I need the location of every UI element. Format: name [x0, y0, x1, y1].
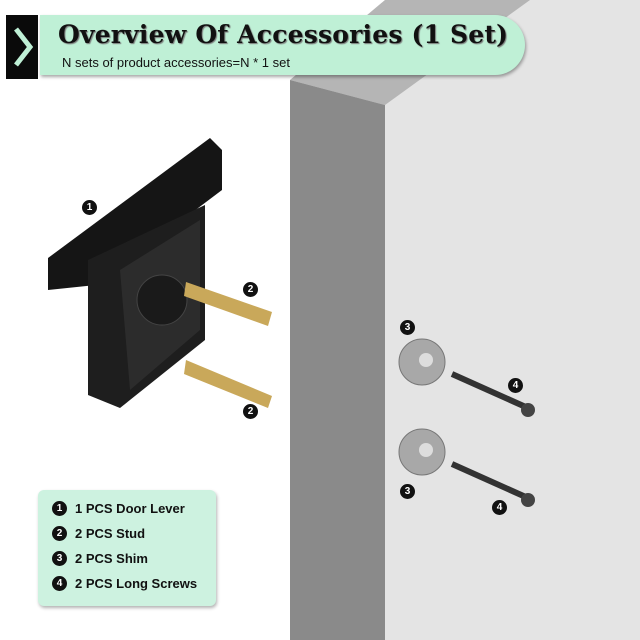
- screw-bottom: [450, 461, 535, 507]
- callout-screw-bottom: 4: [492, 500, 507, 515]
- number-badge-icon: 4: [52, 576, 67, 591]
- accessories-legend: 1 1 PCS Door Lever 2 2 PCS Stud 3 2 PCS Shi…: [38, 490, 216, 606]
- screw-top: [450, 371, 535, 417]
- legend-label: 2 PCS Long Screws: [75, 576, 198, 591]
- callout-lever: 1: [82, 200, 97, 215]
- legend-item: 1 1 PCS Door Lever: [52, 501, 185, 516]
- number-badge-icon: 1: [52, 501, 67, 516]
- legend-item: 4 2 PCS Long Screws: [52, 576, 197, 591]
- legend-item: 3 2 PCS Shim: [52, 551, 148, 566]
- callout-stud-top: 2: [243, 282, 258, 297]
- legend-label: 2 PCS Shim: [75, 551, 148, 566]
- door-lever: [48, 138, 222, 408]
- legend-label: 1 PCS Door Lever: [75, 501, 185, 516]
- shim-top: [398, 338, 446, 386]
- callout-shim-top: 3: [400, 320, 415, 335]
- legend-label: 2 PCS Stud: [75, 526, 146, 541]
- shim-bottom: [398, 428, 446, 476]
- stud-top: [184, 282, 272, 326]
- callout-shim-bottom: 3: [400, 484, 415, 499]
- header-banner: [40, 15, 525, 75]
- number-badge-icon: 3: [52, 551, 67, 566]
- legend-item: 2 2 PCS Stud: [52, 526, 145, 541]
- page-subtitle: N sets of product accessories=N * 1 set: [62, 55, 290, 70]
- number-badge-icon: 2: [52, 526, 67, 541]
- callout-screw-top: 4: [508, 378, 523, 393]
- callout-stud-bottom: 2: [243, 404, 258, 419]
- door-panel: [290, 0, 640, 640]
- stud-bottom: [184, 360, 272, 408]
- page-title: Overview Of Accessories (1 Set): [58, 20, 509, 49]
- chevron-right-icon: [6, 15, 38, 79]
